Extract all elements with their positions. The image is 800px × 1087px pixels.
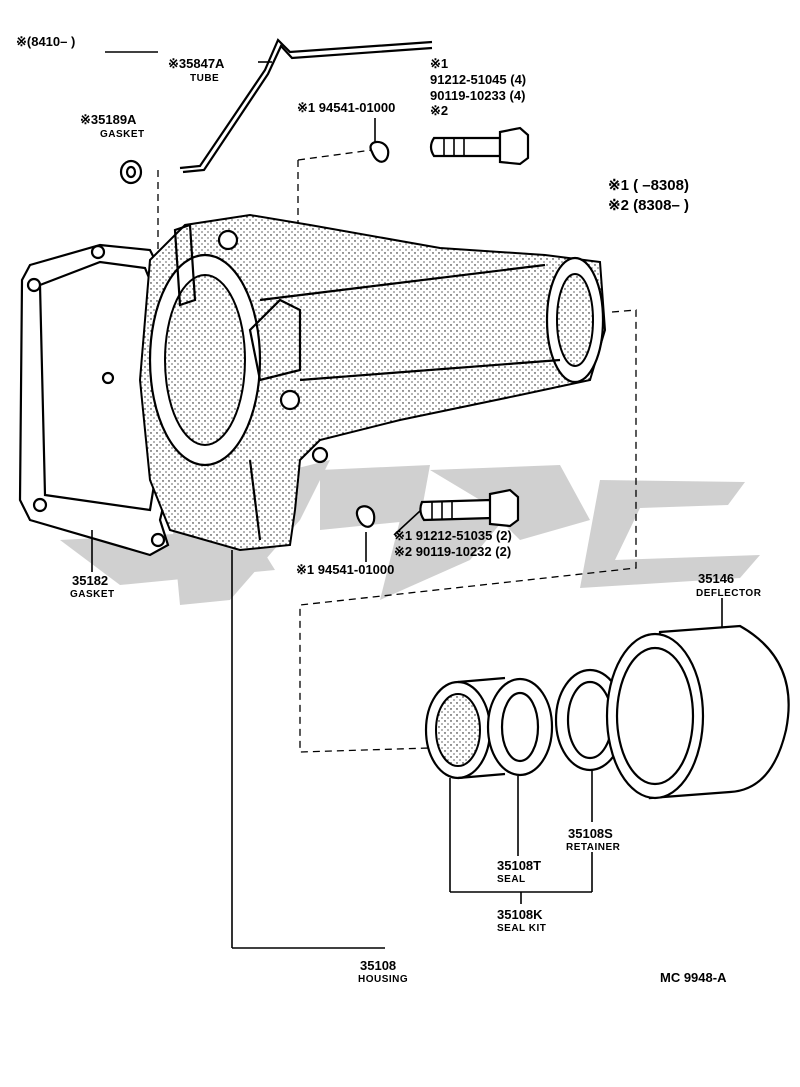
top-bolt-line1: 91212-51045 (4) — [430, 72, 526, 87]
bottom-bolt-part — [393, 488, 520, 536]
main-gasket-name: GASKET — [70, 589, 115, 600]
top-bolt-mark1: ※1 — [430, 56, 448, 71]
seal-number: 35108T — [497, 858, 541, 873]
small-gasket-name: GASKET — [100, 129, 145, 140]
seal-kit-name: SEAL KIT — [497, 923, 546, 934]
legend-line-2: ※2 (8308– ) — [608, 197, 689, 214]
leader-lines — [91, 51, 593, 949]
tube-part — [179, 38, 433, 174]
seal-kit-number: 35108K — [497, 907, 543, 922]
bottom-bolt-line1: ※1 91212-51035 (2) — [394, 528, 512, 543]
retainer-name: RETAINER — [566, 842, 621, 853]
legend-line-1: ※1 ( –8308) — [608, 177, 689, 194]
seal-name: SEAL — [497, 874, 526, 885]
housing-part — [138, 213, 607, 552]
top-bolt-line2: 90119-10233 (4) — [430, 88, 525, 103]
bottom-washer-number: ※1 94541-01000 — [296, 562, 394, 577]
figure-code: MC 9948-A — [660, 970, 727, 985]
main-gasket-number: 35182 — [72, 573, 108, 588]
seal-kit-rings — [424, 668, 626, 780]
deflector-number: 35146 — [698, 571, 734, 586]
small-gasket-number: ※35189A — [80, 112, 137, 127]
bottom-bolt-line2: ※2 90119-10232 (2) — [394, 544, 511, 559]
range-note-top: ※(8410– ) — [16, 34, 75, 49]
deflector-part — [605, 598, 790, 800]
tube-number: ※35847A — [168, 56, 225, 71]
top-bolt-part — [429, 126, 530, 166]
bottom-washer-part — [355, 505, 376, 562]
retainer-number: 35108S — [568, 826, 613, 841]
small-gasket-part — [119, 159, 159, 280]
housing-number: 35108 — [360, 958, 396, 973]
tube-name: TUBE — [190, 73, 219, 84]
housing-name: HOUSING — [358, 974, 408, 985]
top-washer-number: ※1 94541-01000 — [297, 100, 395, 115]
top-bolt-mark2: ※2 — [430, 103, 448, 118]
deflector-name: DEFLECTOR — [696, 588, 762, 599]
